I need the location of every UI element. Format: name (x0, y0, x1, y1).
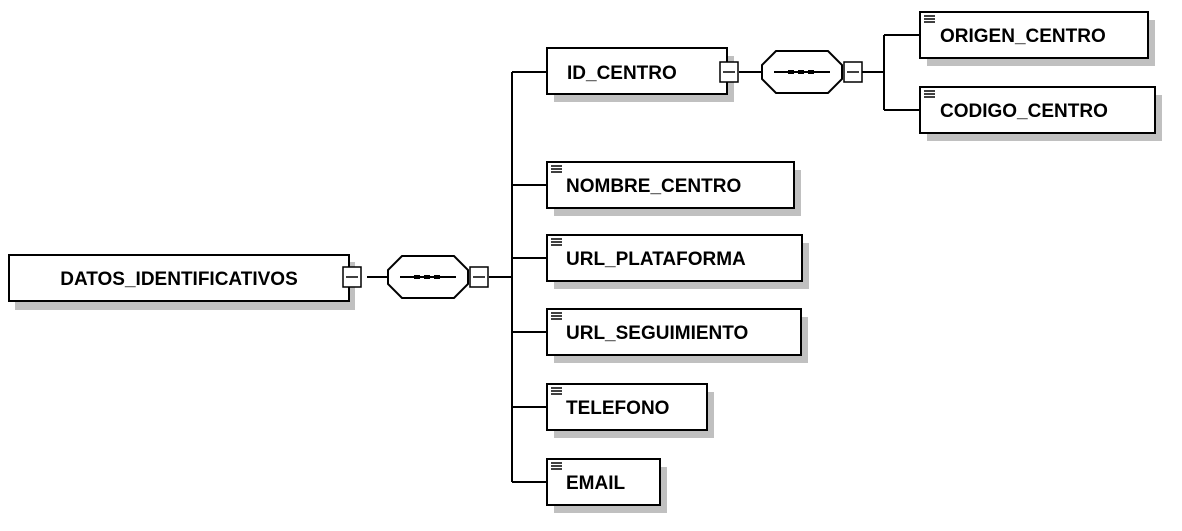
element-box-email[interactable]: EMAIL (546, 458, 667, 513)
text-content-icon (551, 387, 562, 395)
element-box-url-plataforma[interactable]: URL_PLATAFORMA (546, 234, 809, 289)
text-content-icon (924, 15, 935, 23)
root-collapse-toggle[interactable] (342, 266, 362, 288)
element-label-id-centro: ID_CENTRO (567, 63, 677, 84)
element-label-url-seguimiento: URL_SEGUIMIENTO (566, 323, 748, 344)
element-label-nombre-centro: NOMBRE_CENTRO (566, 176, 741, 197)
element-label-origen-centro: ORIGEN_CENTRO (940, 26, 1106, 47)
root-element-box[interactable]: DATOS_IDENTIFICATIVOS (8, 254, 355, 310)
text-content-icon (924, 90, 935, 98)
text-content-icon (551, 238, 562, 246)
text-content-icon (551, 165, 562, 173)
element-box-url-seguimiento[interactable]: URL_SEGUIMIENTO (546, 308, 808, 363)
id-centro-sequence-collapse-toggle[interactable] (843, 61, 863, 83)
element-label-codigo-centro: CODIGO_CENTRO (940, 101, 1108, 122)
element-label-telefono: TELEFONO (566, 398, 669, 419)
connector-lines (367, 34, 920, 483)
id-centro-sequence-compositor[interactable] (761, 50, 843, 94)
element-box-nombre-centro[interactable]: NOMBRE_CENTRO (546, 161, 801, 216)
root-element-label: DATOS_IDENTIFICATIVOS (60, 269, 298, 290)
text-content-icon (551, 312, 562, 320)
element-label-email: EMAIL (566, 473, 626, 494)
root-sequence-collapse-toggle[interactable] (469, 266, 489, 288)
element-box-telefono[interactable]: TELEFONO (546, 383, 714, 438)
element-label-url-plataforma: URL_PLATAFORMA (566, 249, 746, 270)
element-box-codigo-centro[interactable]: CODIGO_CENTRO (919, 86, 1162, 141)
text-content-icon (551, 462, 562, 470)
element-box-id-centro[interactable]: ID_CENTRO (546, 47, 734, 102)
root-sequence-compositor[interactable] (387, 255, 469, 299)
element-box-origen-centro[interactable]: ORIGEN_CENTRO (919, 11, 1155, 66)
id-centro-collapse-toggle[interactable] (719, 61, 739, 83)
